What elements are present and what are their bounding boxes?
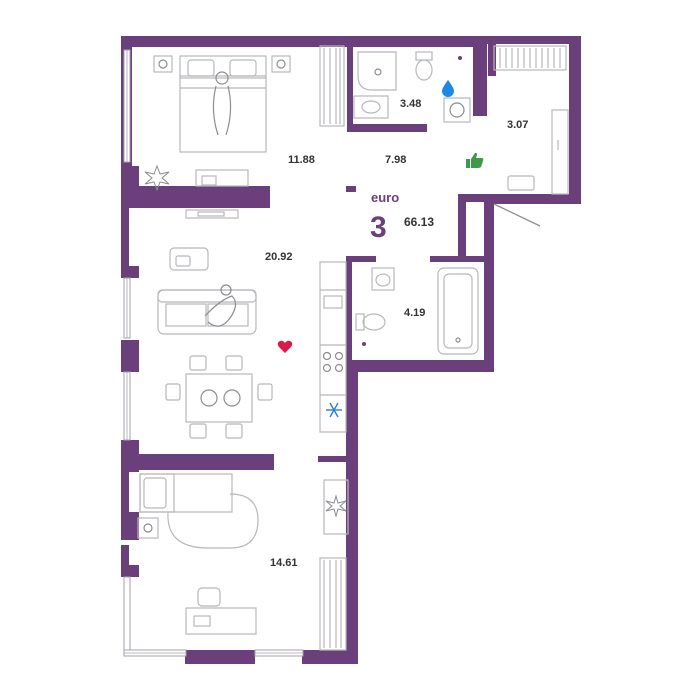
rooms-count: 3 xyxy=(370,211,387,244)
apartment-type-label: euro xyxy=(371,190,399,205)
wardrobe-fixtures xyxy=(493,45,569,195)
thumbs-up-icon xyxy=(466,152,484,168)
area-label-hallway: 7.98 xyxy=(385,154,406,166)
plant-icon xyxy=(144,164,170,192)
snowflake-icon xyxy=(326,402,342,418)
heart-icon xyxy=(277,340,293,353)
water-drop-icon xyxy=(442,80,454,97)
bedroom-top-furniture xyxy=(153,45,345,187)
entrance-door xyxy=(493,203,541,227)
bathroom-top-fixtures xyxy=(353,51,471,123)
area-label-wardrobe: 3.07 xyxy=(507,119,528,131)
area-label-bedroom-bottom: 14.61 xyxy=(270,557,298,569)
windows xyxy=(123,49,304,657)
area-label-bathroom-top: 3.48 xyxy=(400,98,421,110)
area-label-kitchen-living: 20.92 xyxy=(265,251,293,263)
plant-icon xyxy=(325,494,347,518)
total-area: 66.13 xyxy=(404,215,434,229)
bedroom-bottom-furniture xyxy=(137,473,349,651)
walls xyxy=(121,36,581,664)
bathroom-fixtures xyxy=(355,267,479,355)
area-label-bedroom-top: 11.88 xyxy=(288,154,315,166)
area-label-bathroom: 4.19 xyxy=(404,307,425,319)
living-furniture xyxy=(157,209,347,439)
